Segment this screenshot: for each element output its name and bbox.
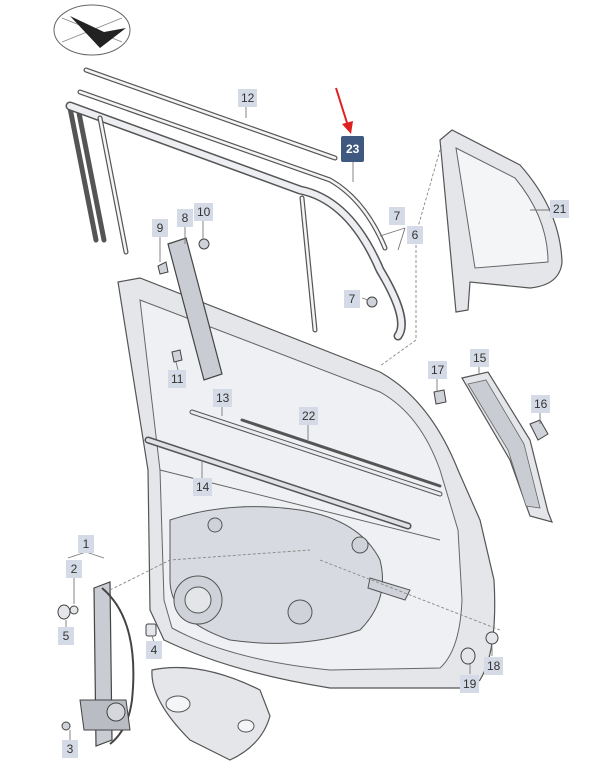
highlight-arrow (335, 87, 353, 134)
part-callout-1[interactable]: 1 (78, 535, 94, 553)
part-callout-16[interactable]: 16 (531, 395, 551, 413)
part-callout-13[interactable]: 13 (213, 389, 233, 407)
part-callout-7-lower[interactable]: 7 (344, 290, 360, 308)
quarter-window-glass (439, 129, 563, 313)
part-callout-3[interactable]: 3 (62, 740, 78, 758)
part-callout-4[interactable]: 5 (58, 627, 74, 645)
window-seal-strip (77, 67, 388, 251)
part-callout-15[interactable]: 15 (470, 349, 490, 367)
part-callout-10[interactable]: 10 (194, 203, 214, 221)
fasteners (57, 238, 549, 731)
part-callout-2[interactable]: 2 (66, 560, 82, 578)
window-guide-channel (65, 101, 406, 341)
part-callout-23[interactable]: 23 (341, 136, 365, 162)
part-callout-6[interactable]: 6 (407, 226, 423, 244)
door-panel (117, 277, 496, 689)
inner-guide-rail (167, 237, 223, 381)
part-callout-12[interactable]: 11 (168, 370, 187, 388)
part-callout-14[interactable]: 14 (193, 478, 213, 496)
part-callout-7-upper[interactable]: 7 (389, 207, 405, 225)
brand-logo (53, 4, 131, 56)
door-trim-strip (461, 371, 554, 523)
part-callout-19[interactable]: 19 (460, 675, 480, 693)
door-seal-membrane (151, 666, 271, 761)
part-callout-5[interactable]: 4 (146, 641, 162, 659)
belt-moulding-strips (144, 409, 443, 530)
part-callout-21[interactable]: 21 (550, 200, 570, 218)
part-callout-11[interactable]: 9 (152, 219, 168, 237)
part-callout-8[interactable]: 12 (238, 89, 258, 107)
leader-lines (65, 106, 550, 740)
part-callout-9[interactable]: 8 (177, 209, 193, 227)
window-regulator (79, 581, 135, 747)
part-callout-17[interactable]: 17 (428, 361, 448, 379)
part-callout-18[interactable]: 18 (484, 657, 504, 675)
part-callout-22[interactable]: 22 (299, 407, 319, 425)
